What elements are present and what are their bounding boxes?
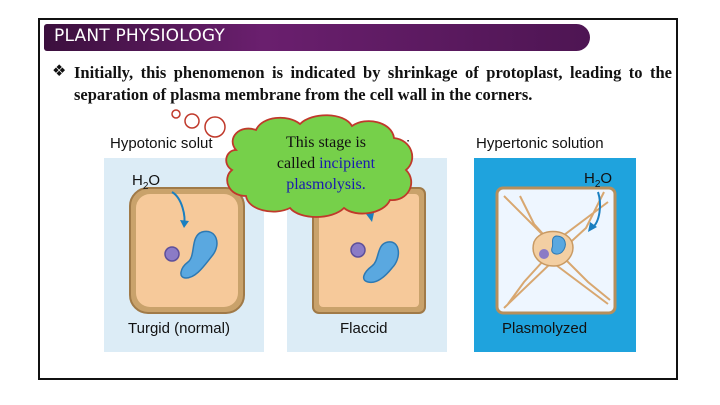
- thought-dot-medium: [185, 114, 199, 128]
- thought-dot-small: [172, 110, 180, 118]
- thought-dot-large: [205, 117, 225, 137]
- callout-line-2: called incipient: [236, 153, 416, 174]
- callout-highlight: incipient: [319, 155, 375, 172]
- callout-text: This stage is called incipient plasmolys…: [236, 132, 416, 195]
- callout-line-1: This stage is: [236, 132, 416, 153]
- callout-line-3: plasmolysis.: [236, 174, 416, 195]
